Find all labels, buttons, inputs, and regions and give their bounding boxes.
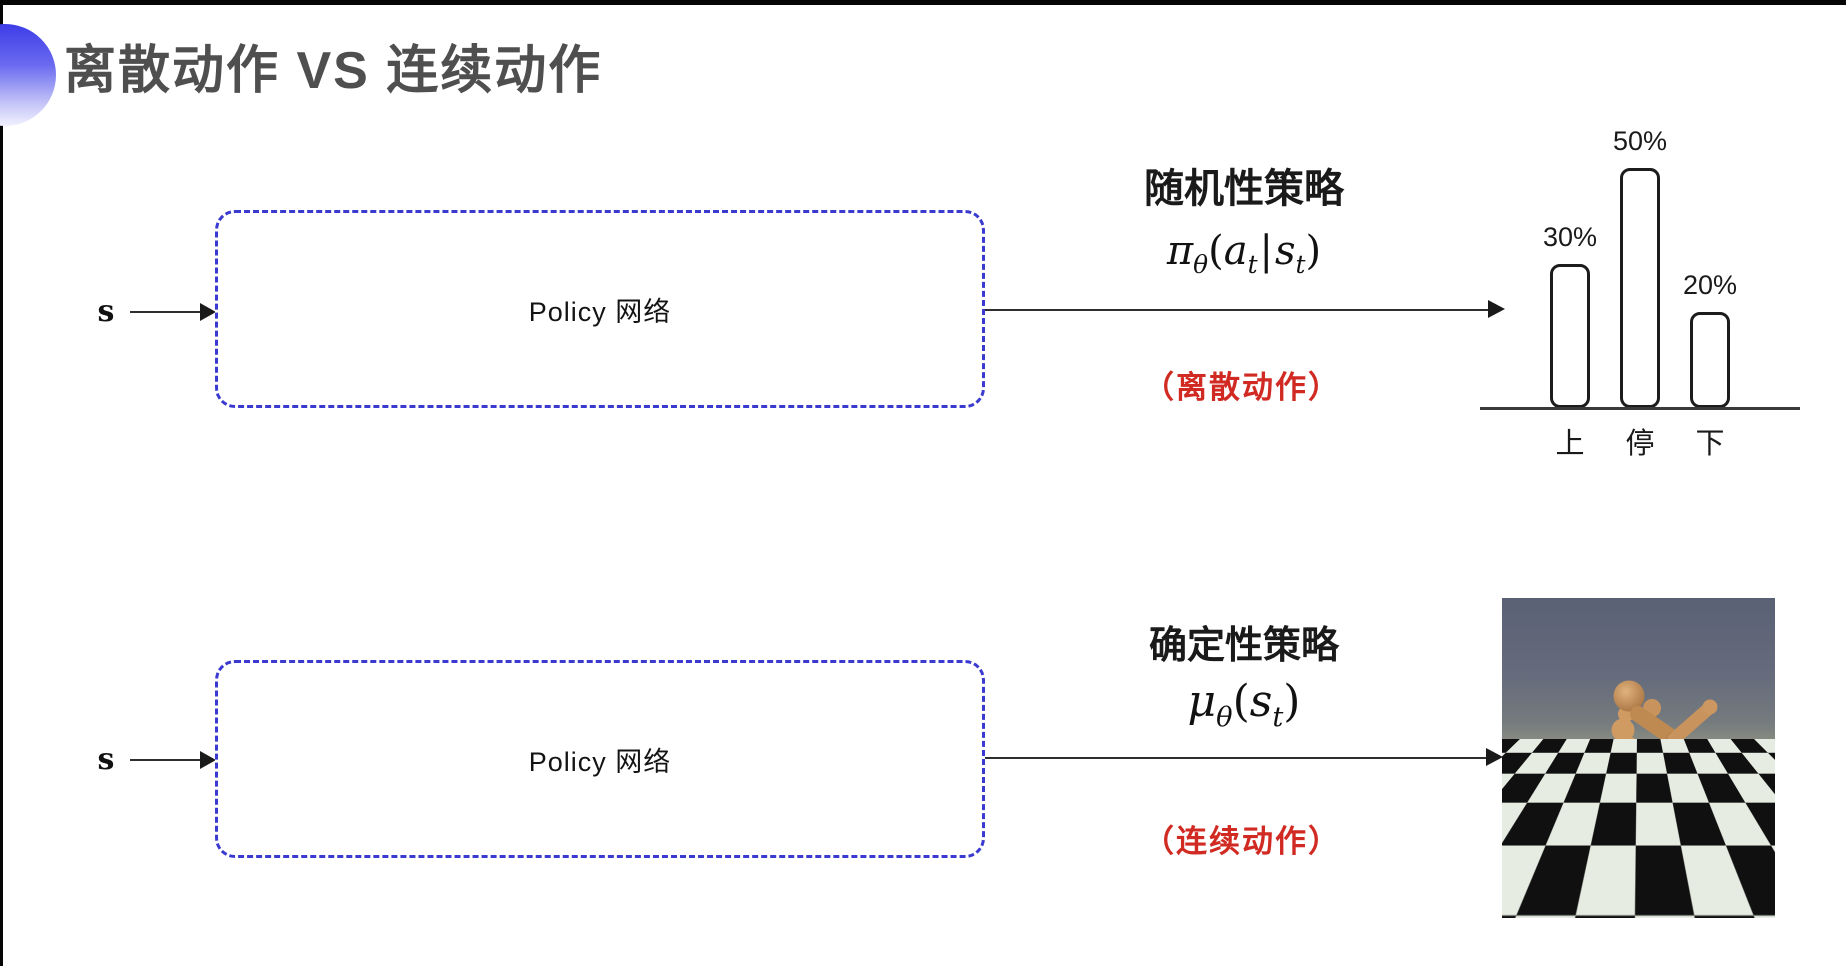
action-probability-bar-chart: 30% 50% 20% <box>1480 100 1800 408</box>
policy-network-label: Policy 网络 <box>528 746 672 777</box>
output-arrowhead-icon <box>1488 300 1505 318</box>
bar-up <box>1550 264 1590 408</box>
policy-network-label: Policy 网络 <box>528 296 672 327</box>
discrete-action-note: （离散动作） <box>1143 370 1341 405</box>
output-arrow-line <box>985 757 1486 759</box>
bar-value-label: 30% <box>1542 222 1598 252</box>
bar-group-up: 30% <box>1525 222 1615 408</box>
bar-value-label: 50% <box>1612 126 1668 156</box>
input-arrowhead-icon <box>200 303 216 321</box>
page-title: 离散动作 VS 连续动作 <box>64 42 603 100</box>
category-label-up: 上 <box>1555 428 1585 460</box>
state-input-label: s <box>97 294 115 329</box>
deterministic-policy-title: 确定性策略 <box>1148 625 1339 667</box>
humanoid-robot-figure <box>1574 680 1718 876</box>
bar-value-label: 20% <box>1682 270 1738 300</box>
left-border <box>0 0 3 966</box>
stochastic-policy-formula: πθ(at|st) <box>1166 228 1322 279</box>
stochastic-policy-title: 随机性策略 <box>1144 167 1344 211</box>
policy-network-box: Policy 网络 <box>215 210 985 408</box>
chart-category-labels: 上 停 下 <box>1480 420 1800 460</box>
bar-group-stop: 50% <box>1595 126 1685 408</box>
category-label-down: 下 <box>1695 428 1725 460</box>
bar-stop <box>1620 168 1660 408</box>
chart-baseline <box>1480 407 1800 410</box>
category-label-stop: 停 <box>1625 428 1655 460</box>
output-arrowhead-icon <box>1486 748 1503 766</box>
continuous-action-note: （连续动作） <box>1143 824 1341 859</box>
bar-group-down: 20% <box>1665 270 1755 408</box>
input-arrow-line <box>130 311 202 313</box>
policy-network-box: Policy 网络 <box>215 660 985 858</box>
state-input-label: s <box>97 742 115 777</box>
bar-down <box>1690 312 1730 408</box>
top-border <box>0 0 1846 5</box>
output-arrow-line <box>985 309 1488 311</box>
deterministic-policy-formula: μθ(st) <box>1187 676 1301 733</box>
humanoid-robot-image <box>1502 598 1775 918</box>
title-bullet-icon <box>0 24 56 126</box>
input-arrow-line <box>130 759 202 761</box>
input-arrowhead-icon <box>200 751 216 769</box>
